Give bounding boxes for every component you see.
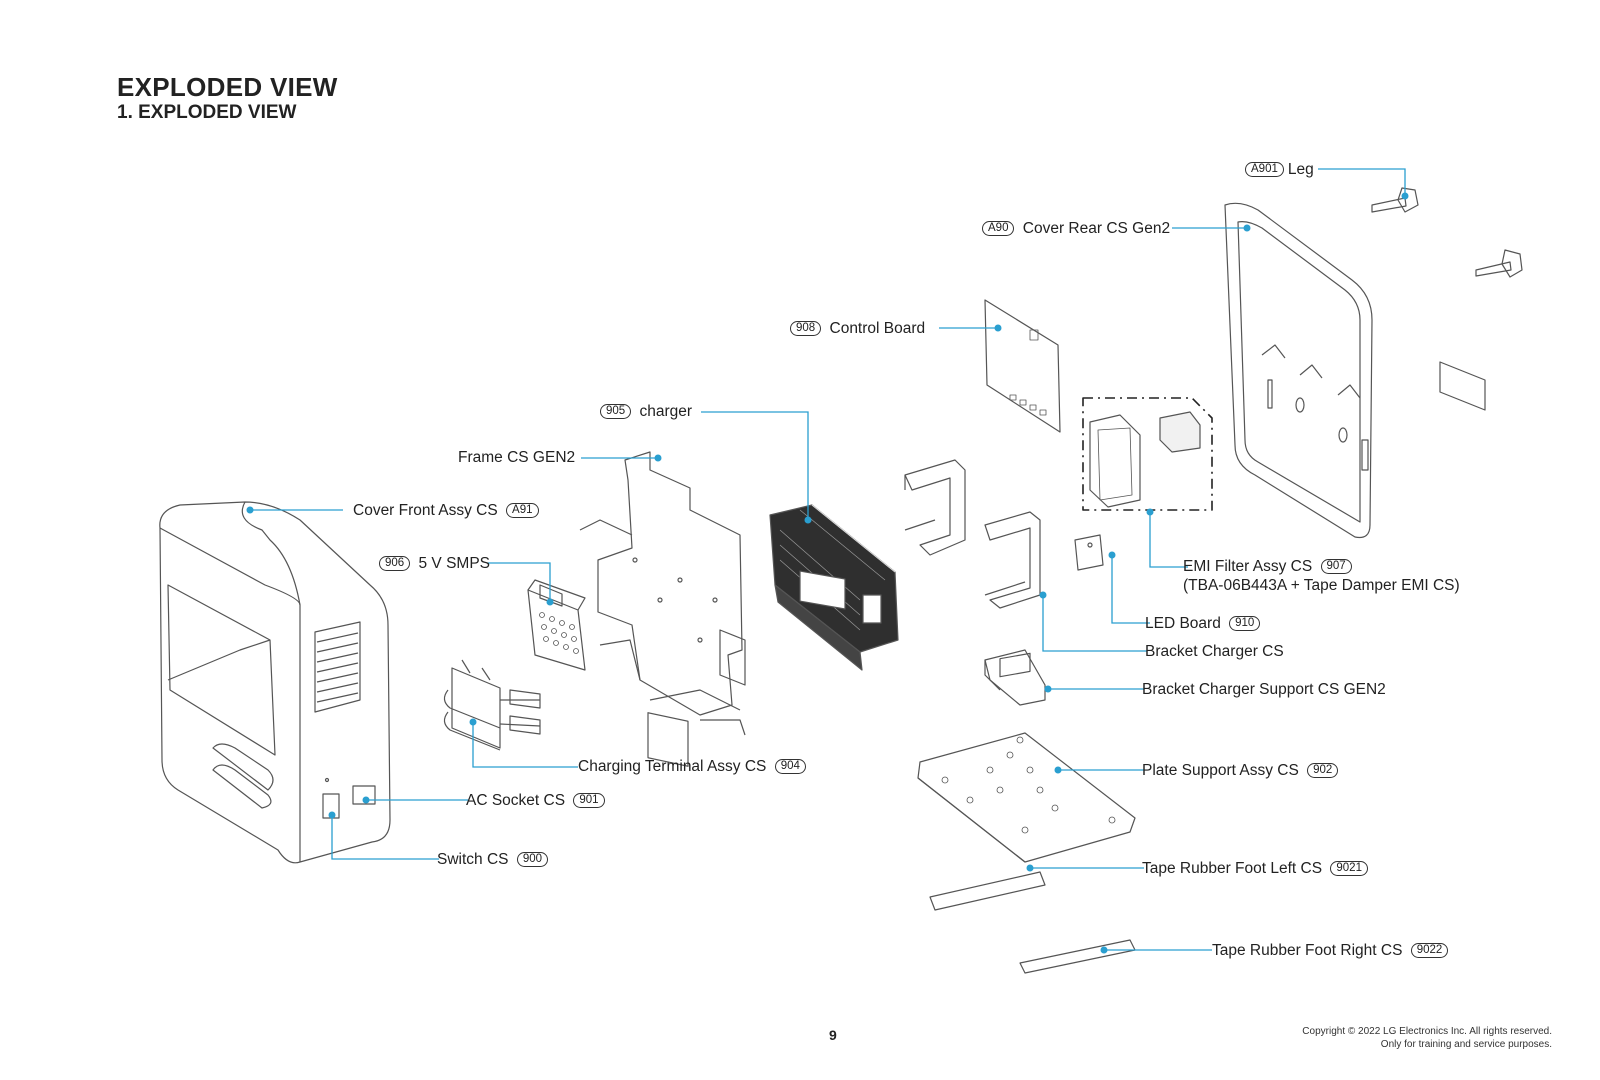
part-code: A90 [982, 221, 1015, 236]
callout-control-board: 908 Control Board [786, 319, 925, 338]
frame-part [579, 451, 746, 767]
callout-bracket-support: Bracket Charger Support CS GEN2 [1142, 680, 1386, 699]
bracket-support-part [984, 649, 1046, 706]
bracket-charger-part [984, 511, 1041, 609]
part-name: AC Socket CS [466, 792, 566, 809]
part-name: Tape Rubber Foot Right CS [1212, 942, 1403, 959]
callout-ac-socket: AC Socket CS 901 [466, 791, 609, 810]
spare-pad-part [1439, 361, 1486, 411]
part-name: Switch CS [437, 851, 509, 868]
part-code: 902 [1307, 763, 1339, 778]
part-name-line2: (TBA-06B443A + Tape Damper EMI CS) [1183, 577, 1460, 594]
leader-lines [250, 168, 1406, 951]
part-code: A901 [1245, 162, 1284, 177]
part-name: Bracket Charger CS [1145, 643, 1284, 660]
page-number: 9 [829, 1027, 837, 1043]
callout-charging-terminal: Charging Terminal Assy CS 904 [578, 757, 810, 776]
callout-plate-support: Plate Support Assy CS 902 [1142, 761, 1342, 780]
callout-cover-rear: A90 Cover Rear CS Gen2 [978, 219, 1170, 238]
part-code: 9022 [1410, 943, 1449, 958]
control-board-part [984, 299, 1061, 433]
part-name: Frame CS GEN2 [458, 449, 576, 466]
callout-emi-filter: EMI Filter Assy CS 907 (TBA-06B443A + Ta… [1183, 557, 1460, 595]
part-name: Control Board [829, 320, 926, 337]
part-name: Tape Rubber Foot Left CS [1142, 860, 1323, 877]
charging-terminal-part [443, 659, 541, 751]
part-name: Cover Front Assy CS [353, 502, 498, 519]
callout-cover-front: Cover Front Assy CS A91 [353, 501, 543, 520]
led-board-part [1074, 534, 1104, 571]
part-code: 906 [379, 556, 411, 571]
part-name: LED Board [1145, 615, 1221, 632]
part-code: 9021 [1330, 861, 1368, 876]
part-name: Plate Support Assy CS [1142, 762, 1299, 779]
part-code: 900 [516, 852, 548, 867]
bracket-left-part [904, 459, 966, 556]
callout-led-board: LED Board 910 [1145, 614, 1264, 633]
cover-rear-part [1224, 202, 1373, 539]
copyright-line1: Copyright © 2022 LG Electronics Inc. All… [1302, 1026, 1552, 1037]
part-name: Cover Rear CS Gen2 [1022, 220, 1171, 237]
part-code: 901 [573, 793, 605, 808]
part-code: 907 [1320, 559, 1352, 574]
part-name: Bracket Charger Support CS GEN2 [1142, 681, 1386, 698]
part-name: 5 V SMPS [418, 555, 491, 572]
leg-part [1371, 187, 1523, 278]
part-code: 908 [790, 321, 822, 336]
page-title: EXPLODED VIEW [117, 72, 338, 102]
page-subtitle: 1. EXPLODED VIEW [117, 102, 297, 123]
callout-smps: 906 5 V SMPS [375, 554, 490, 573]
cover-front-part [159, 501, 391, 864]
part-code: 905 [600, 404, 632, 419]
part-code: 904 [774, 759, 806, 774]
callout-frame: Frame CS GEN2 [458, 448, 575, 467]
smps-part [527, 579, 586, 671]
callout-charger: 905 charger [596, 402, 692, 421]
leader-dots [246, 192, 1409, 954]
tape-left-part [929, 871, 1046, 911]
part-name: EMI Filter Assy CS [1183, 558, 1313, 575]
callout-switch: Switch CS 900 [437, 850, 552, 869]
emi-filter-part [1082, 397, 1213, 511]
tape-right-part [1019, 939, 1136, 974]
callout-tape-left: Tape Rubber Foot Left CS 9021 [1142, 859, 1372, 878]
part-name: Charging Terminal Assy CS [578, 758, 767, 775]
part-name: Leg [1287, 161, 1314, 178]
copyright-notice: Copyright © 2022 LG Electronics Inc. All… [1302, 1025, 1552, 1051]
part-code: 910 [1229, 616, 1261, 631]
copyright-line2: Only for training and service purposes. [1380, 1039, 1552, 1050]
callout-bracket-charger: Bracket Charger CS [1145, 642, 1284, 661]
plate-support-part [917, 732, 1136, 863]
part-name: charger [639, 403, 693, 420]
callout-tape-right: Tape Rubber Foot Right CS 9022 [1212, 941, 1452, 960]
part-code: A91 [506, 503, 539, 518]
charger-part [769, 504, 899, 671]
